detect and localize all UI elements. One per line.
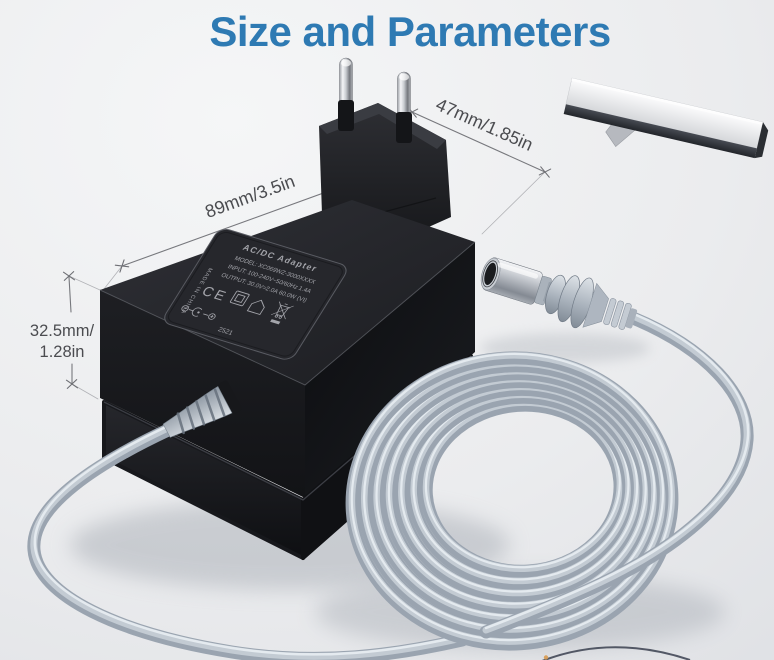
plug-pin-left-collar [338, 100, 354, 131]
power-cable-left [27, 423, 469, 660]
adapter-left-face [100, 290, 305, 498]
dimension-label-height-line2: 1.28in [40, 343, 85, 361]
strain-relief-boot [162, 380, 242, 438]
adapter-body: AC/DC Adapter MODEL: XC069WZ-3000XXXX IN… [99, 57, 476, 560]
power-cable-right [479, 311, 754, 639]
plug-pin-right-collar [396, 112, 412, 143]
date-code: 2521 [216, 326, 234, 336]
page-title: Size and Parameters [209, 8, 611, 55]
plug-pin-left [339, 57, 353, 109]
dimension-label-height-line1: 32.5mm/ [30, 322, 95, 340]
plug-pin-right [397, 71, 411, 123]
weee-icon [270, 301, 294, 325]
bottom-edge-object [541, 646, 691, 660]
adapter-right-face [305, 242, 475, 498]
spec-label: AC/DC Adapter MODEL: XC069WZ-3000XXXX IN… [164, 228, 347, 360]
polarity-icon [181, 305, 216, 320]
monitor-back-icon [563, 77, 769, 159]
dc-connector [480, 257, 638, 330]
dimension-line-height: 32.5mm/ 1.28in [30, 269, 101, 400]
indoor-use-icon [246, 299, 265, 316]
ce-mark: CE [199, 284, 231, 305]
class-ii-icon [229, 290, 250, 307]
